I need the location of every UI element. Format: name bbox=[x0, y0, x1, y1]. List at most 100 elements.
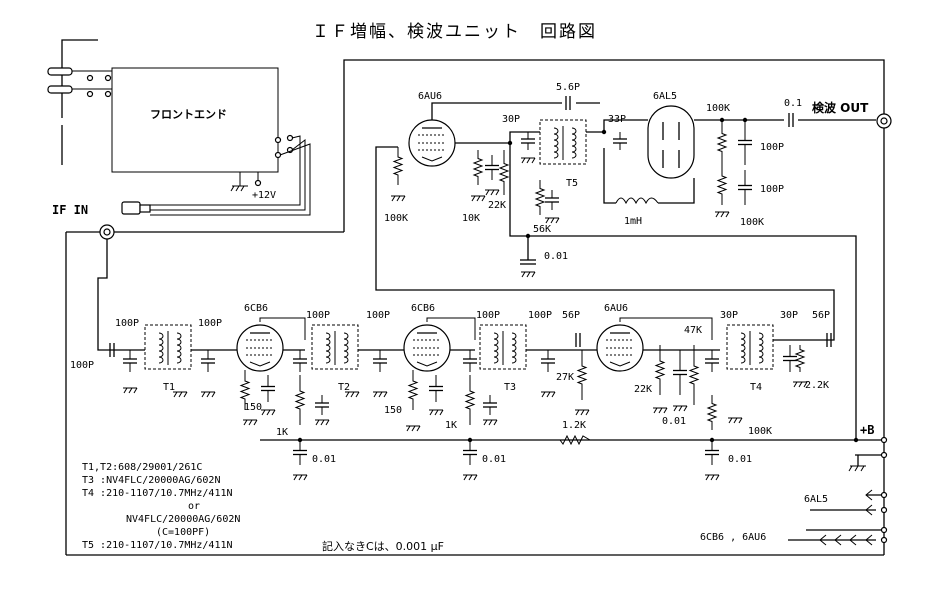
ground-hatch bbox=[128, 387, 133, 394]
t2-label: T2 bbox=[338, 382, 350, 393]
ground-hatch bbox=[471, 195, 476, 202]
r-47k-label: 47K bbox=[684, 325, 702, 336]
ground-hatch bbox=[710, 474, 715, 481]
c-t3a-label: 100P bbox=[476, 310, 500, 321]
note-line: or bbox=[188, 501, 200, 512]
junction-dot bbox=[719, 117, 725, 123]
resistor-zigzag bbox=[706, 395, 718, 430]
ground-hatch bbox=[434, 409, 439, 416]
ground-hatch bbox=[261, 409, 266, 416]
ground-hatch bbox=[545, 217, 550, 224]
ground-hatch bbox=[411, 425, 416, 432]
capacitor-symbol bbox=[293, 350, 307, 372]
terminal-dot bbox=[880, 451, 888, 459]
ground-hatch bbox=[658, 407, 663, 414]
transformer-winding bbox=[325, 332, 331, 364]
component-labels: 100P 100P 100P 100P 100P 100P 100P 56P 3… bbox=[70, 82, 830, 465]
if-in-label: IF IN bbox=[52, 203, 88, 217]
ground-symbol bbox=[406, 425, 421, 432]
c-t4a-label: 30P bbox=[720, 310, 738, 321]
c-001-b-label: 0.01 bbox=[312, 454, 336, 465]
ground-hatch bbox=[463, 474, 468, 481]
ground-hatch bbox=[123, 387, 128, 394]
ground-hatch bbox=[488, 419, 493, 426]
transformer-winding bbox=[553, 127, 559, 159]
ground-hatch bbox=[521, 157, 526, 164]
c-t4b-label: 30P bbox=[780, 310, 798, 321]
tube-v5-label: 6AL5 bbox=[653, 91, 677, 102]
capacitor-symbol bbox=[123, 350, 137, 372]
heater-6al5-label: 6AL5 bbox=[804, 494, 828, 505]
ground-hatch bbox=[705, 474, 710, 481]
capacitor-symbol bbox=[738, 120, 752, 165]
ground-symbol bbox=[793, 381, 808, 388]
ground-hatch bbox=[378, 391, 383, 398]
transformer-winding bbox=[493, 332, 499, 364]
ground-symbol bbox=[541, 391, 556, 398]
c-33p-label: 33P bbox=[608, 114, 626, 125]
if-signal-path bbox=[112, 146, 835, 370]
terminal-dot bbox=[880, 491, 888, 499]
junction-dot bbox=[709, 437, 715, 443]
ground-symbol bbox=[705, 474, 720, 481]
transformer-winding bbox=[158, 332, 164, 364]
r-10k-label: 10K bbox=[462, 213, 480, 224]
r-100k-a-label: 100K bbox=[748, 426, 772, 437]
t5-label: T5 bbox=[566, 178, 578, 189]
ground-hatch bbox=[575, 409, 580, 416]
tube-v2 bbox=[403, 324, 451, 372]
ground-hatch bbox=[541, 391, 546, 398]
c-56p-b-label: 56P bbox=[812, 310, 830, 321]
ground-hatch bbox=[663, 407, 668, 414]
ground-hatch bbox=[493, 419, 498, 426]
ground-hatch bbox=[439, 409, 444, 416]
capacitor-symbol bbox=[483, 395, 497, 415]
capacitor-symbol bbox=[485, 155, 499, 180]
c-t1b-label: 100P bbox=[198, 318, 222, 329]
ground-hatch bbox=[206, 391, 211, 398]
capacitor-symbol bbox=[463, 350, 477, 372]
capacitor-symbol bbox=[521, 132, 535, 150]
ground-symbol bbox=[521, 271, 536, 278]
if-in-jack bbox=[97, 224, 115, 351]
resistor-symbol bbox=[706, 395, 718, 430]
capacitor-symbol bbox=[545, 190, 559, 210]
capacitor-symbol bbox=[201, 350, 215, 372]
note-line: T1,T2:608/29001/261C bbox=[82, 462, 202, 473]
output-jack bbox=[876, 113, 892, 129]
transformer-symbol bbox=[325, 331, 349, 365]
junction-dot bbox=[297, 437, 303, 443]
resistor-zigzag bbox=[559, 434, 591, 446]
resistor-symbol bbox=[794, 345, 806, 372]
ground-symbol bbox=[673, 405, 688, 412]
note-line: (C=100PF) bbox=[156, 527, 210, 538]
transformer-winding bbox=[511, 332, 517, 364]
ground-hatch bbox=[526, 157, 531, 164]
capacitor-symbol bbox=[788, 113, 794, 127]
ground-hatch bbox=[396, 195, 401, 202]
c-001-e-label: 0.01 bbox=[544, 251, 568, 262]
resistor-symbol bbox=[654, 345, 666, 395]
transformer-winding bbox=[176, 332, 182, 364]
ground-hatch bbox=[391, 195, 396, 202]
transformer-winding bbox=[758, 332, 764, 364]
resistor-symbol bbox=[239, 370, 251, 410]
ground-symbol bbox=[391, 195, 406, 202]
resistor-symbol bbox=[534, 180, 546, 215]
ground-hatch bbox=[298, 474, 303, 481]
c-in-label: 100P bbox=[70, 360, 94, 371]
notes-block: T1,T2:608/29001/261C T3 :NV4FLC/20000AG/… bbox=[82, 462, 444, 553]
c-100p-b-label: 100P bbox=[760, 184, 784, 195]
supply-terminals bbox=[819, 436, 888, 546]
ground-hatch bbox=[738, 417, 743, 424]
detector-out-label: 検波 OUT bbox=[812, 100, 869, 115]
transformer-symbol bbox=[740, 331, 764, 365]
ground-hatch bbox=[673, 405, 678, 412]
resistor-symbol bbox=[716, 165, 728, 205]
ground-hatch bbox=[793, 381, 798, 388]
ground-hatch bbox=[383, 391, 388, 398]
ground-hatch bbox=[551, 391, 556, 398]
ground-symbol bbox=[429, 409, 444, 416]
detector-wiring bbox=[431, 102, 876, 440]
supply-12v-label: +12V bbox=[252, 190, 276, 201]
